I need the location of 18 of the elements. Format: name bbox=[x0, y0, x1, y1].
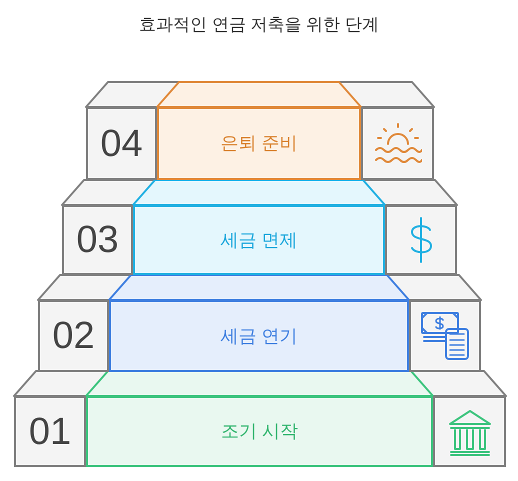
icon-box bbox=[385, 205, 457, 275]
icon-box bbox=[433, 396, 506, 467]
step-number: 01 bbox=[28, 412, 72, 450]
step-label: 조기 시작 bbox=[220, 420, 298, 443]
step-label: 세금 면제 bbox=[220, 228, 298, 252]
icon-box bbox=[409, 300, 481, 372]
step-number: 02 bbox=[52, 317, 95, 355]
number-box bbox=[38, 300, 109, 372]
step-label: 은퇴 준비 bbox=[220, 132, 298, 155]
number-box bbox=[14, 396, 86, 467]
step-box bbox=[86, 396, 433, 467]
number-box bbox=[86, 107, 157, 180]
step-number: 04 bbox=[100, 124, 143, 162]
diagram-title: 효과적인 연금 저축을 위한 단계 bbox=[138, 14, 380, 36]
step-number: 03 bbox=[76, 221, 119, 259]
number-box bbox=[62, 205, 133, 275]
icon-box bbox=[361, 107, 434, 180]
step-label: 세금 연기 bbox=[220, 324, 298, 348]
